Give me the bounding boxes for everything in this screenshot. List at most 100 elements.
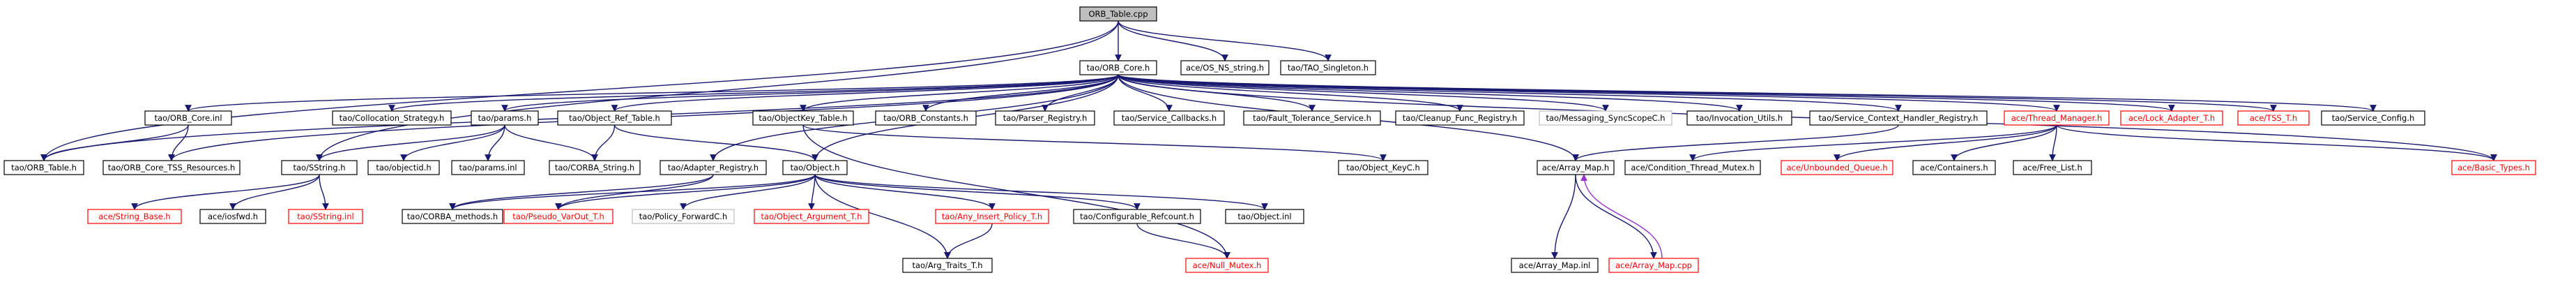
node-label: tao/SString.h [293, 163, 345, 172]
node-tao-object-argument-t-h[interactable]: tao/Object_Argument_T.h [754, 209, 869, 224]
node-label: ace/Array_Map.h [1542, 163, 1609, 172]
node-box [1113, 110, 1225, 126]
node-label: tao/params.h [478, 113, 532, 123]
node-label: tao/Invocation_Utils.h [1696, 113, 1783, 123]
node-tao-params-inl[interactable]: tao/params.inl [451, 160, 525, 175]
node-tao-fault-tolerance-service-h[interactable]: tao/Fault_Tolerance_Service.h [1243, 110, 1381, 126]
node-tao-sstring-inl[interactable]: tao/SString.inl [288, 209, 363, 224]
edge-tao-orb-core-h-to-ace-basic-types-h [1118, 74, 2497, 161]
edge-tao-params-h-to-tao-params-inl [485, 124, 505, 161]
node-label: tao/Adapter_Registry.h [668, 163, 759, 172]
node-tao-orb-constants-h[interactable]: tao/ORB_Constants.h [875, 110, 977, 126]
node-label: ace/Unbounded_Queue.h [1786, 163, 1887, 172]
node-tao-object-keyc-h[interactable]: tao/Object_KeyC.h [1338, 160, 1428, 175]
node-label: tao/Object.h [791, 163, 840, 172]
node-tao-orb-core-tss-resources-h[interactable]: tao/ORB_Core_TSS_Resources.h [102, 160, 241, 175]
node-ace-tss-t-h[interactable]: ace/TSS_T.h [2237, 110, 2310, 126]
node-tao-objectkey-table-h[interactable]: tao/ObjectKey_Table.h [752, 110, 854, 126]
node-ace-null-mutex-h[interactable]: ace/Null_Mutex.h [1185, 258, 1269, 273]
node-tao-service-callbacks-h[interactable]: tao/Service_Callbacks.h [1113, 110, 1225, 126]
edge-tao-orb-core-h-to-tao-orb-core-inl [185, 74, 1119, 112]
node-box [1079, 60, 1157, 75]
edge-tao-orb-core-h-to-tao-object-ref-table-h [611, 74, 1119, 112]
node-label: tao/Parser_Registry.h [1003, 113, 1088, 123]
node-tao-object-h[interactable]: tao/Object.h [782, 160, 848, 175]
node-box [1537, 160, 1615, 175]
node-box [2004, 110, 2110, 126]
node-tao-service-config-h[interactable]: tao/Service_Config.h [2321, 110, 2425, 126]
node-orb-table-cpp: ORB_Table.cpp [1079, 6, 1157, 22]
node-tao-objectid-h[interactable]: tao/objectid.h [367, 160, 440, 175]
node-tao-any-insert-policy-t-h[interactable]: tao/Any_Insert_Policy_T.h [935, 209, 1049, 224]
node-tao-configurable-refcount-h[interactable]: tao/Configurable_Refcount.h [1073, 209, 1201, 224]
node-box [281, 160, 358, 175]
node-tao-pseudo-varout-t-h[interactable]: tao/Pseudo_VarOut_T.h [503, 209, 613, 224]
node-tao-sstring-h[interactable]: tao/SString.h [281, 160, 358, 175]
node-tao-parser-registry-h[interactable]: tao/Parser_Registry.h [995, 110, 1095, 126]
node-ace-thread-manager-h[interactable]: ace/Thread_Manager.h [2004, 110, 2110, 126]
node-label: tao/Object_Ref_Table.h [569, 113, 660, 123]
node-label: tao/Object_Argument_T.h [761, 212, 862, 221]
node-ace-array-map-cpp[interactable]: ace/Array_Map.cpp [1608, 258, 1699, 273]
node-box [1225, 209, 1304, 224]
node-tao-policy-forwardc-h[interactable]: tao/Policy_ForwardC.h [632, 209, 735, 224]
edge-tao-params-h-to-tao-corba-string-h [504, 124, 598, 161]
edge-orb-table-cpp-to-tao-tao-singleton-h [1118, 20, 1332, 61]
node-label: ace/Array_Map.cpp [1615, 260, 1692, 270]
node-box [2120, 110, 2223, 126]
node-label: ace/Free_List.h [2022, 163, 2082, 172]
node-tao-tao-singleton-h[interactable]: tao/TAO_Singleton.h [1280, 60, 1376, 75]
node-label: tao/Arg_Traits_T.h [912, 260, 982, 270]
node-ace-array-map-h[interactable]: ace/Array_Map.h [1537, 160, 1615, 175]
node-ace-os-ns-string-h[interactable]: ace/OS_NS_string.h [1180, 60, 1270, 75]
edge-tao-sstring-h-to-ace-iosfwd-h [229, 174, 320, 210]
node-tao-messaging-syncscopec-h[interactable]: tao/Messaging_SyncScopeC.h [1539, 110, 1672, 126]
edge-tao-any-insert-policy-t-h-to-tao-arg-traits-t-h [944, 223, 993, 259]
node-tao-adapter-registry-h[interactable]: tao/Adapter_Registry.h [660, 160, 767, 175]
node-box [471, 110, 539, 126]
node-ace-lock-adapter-t-h[interactable]: ace/Lock_Adapter_T.h [2120, 110, 2223, 126]
node-box [875, 110, 977, 126]
edge-tao-orb-core-h-to-tao-invocation-utils-h [1118, 74, 1743, 112]
node-label: tao/TAO_Singleton.h [1288, 63, 1369, 73]
node-box [1511, 258, 1599, 273]
node-label: ace/Null_Mutex.h [1193, 260, 1262, 270]
node-tao-orb-core-h[interactable]: tao/ORB_Core.h [1079, 60, 1157, 75]
node-ace-string-base-h[interactable]: ace/String_Base.h [87, 209, 182, 224]
edge-tao-orb-core-h-to-tao-collocation-strategy-h [388, 74, 1119, 112]
node-tao-cleanup-func-registry-h[interactable]: tao/Cleanup_Func_Registry.h [1395, 110, 1525, 126]
node-tao-corba-methods-h[interactable]: tao/CORBA_methods.h [402, 209, 503, 224]
node-box [1912, 160, 1996, 175]
node-tao-service-context-handler-registry-h[interactable]: tao/Service_Context_Handler_Registry.h [1809, 110, 1988, 126]
node-tao-corba-string-h[interactable]: tao/CORBA_String.h [549, 160, 641, 175]
node-label: tao/Any_Insert_Policy_T.h [942, 212, 1042, 221]
node-ace-condition-thread-mutex-h[interactable]: ace/Condition_Thread_Mutex.h [1624, 160, 1761, 175]
node-ace-basic-types-h[interactable]: ace/Basic_Types.h [2451, 160, 2536, 175]
edge-tao-orb-core-h-to-tao-params-h [501, 74, 1119, 112]
node-ace-iosfwd-h[interactable]: ace/iosfwd.h [199, 209, 266, 224]
node-tao-orb-core-inl[interactable]: tao/ORB_Core.inl [144, 110, 232, 126]
node-tao-object-ref-table-h[interactable]: tao/Object_Ref_Table.h [557, 110, 672, 126]
node-ace-unbounded-queue-h[interactable]: ace/Unbounded_Queue.h [1781, 160, 1893, 175]
node-tao-collocation-strategy-h[interactable]: tao/Collocation_Strategy.h [332, 110, 452, 126]
edge-tao-object-ref-table-h-to-tao-corba-string-h [591, 124, 616, 161]
edge-tao-orb-core-h-to-ace-lock-adapter-t-h [1118, 74, 2175, 112]
edge-tao-orb-core-h-to-tao-messaging-syncscopec-h [1118, 74, 1609, 112]
node-box [1624, 160, 1761, 175]
node-ace-containers-h[interactable]: ace/Containers.h [1912, 160, 1996, 175]
node-tao-params-h[interactable]: tao/params.h [471, 110, 539, 126]
node-box [1338, 160, 1428, 175]
node-box [1079, 6, 1157, 22]
node-ace-free-list-h[interactable]: ace/Free_List.h [2013, 160, 2092, 175]
node-box [503, 209, 613, 224]
node-label: tao/Service_Callbacks.h [1122, 113, 1217, 123]
node-ace-array-map-inl[interactable]: ace/Array_Map.inl [1511, 258, 1599, 273]
edge-tao-object-h-to-tao-any-insert-policy-t-h [814, 174, 996, 210]
node-tao-object-inl[interactable]: tao/Object.inl [1225, 209, 1304, 224]
node-box [754, 209, 869, 224]
node-tao-arg-traits-t-h[interactable]: tao/Arg_Traits_T.h [902, 258, 993, 273]
node-tao-invocation-utils-h[interactable]: tao/Invocation_Utils.h [1686, 110, 1792, 126]
node-tao-orb-table-h[interactable]: tao/ORB_Table.h [3, 160, 84, 175]
edge-tao-sstring-h-to-tao-sstring-inl [319, 174, 329, 210]
